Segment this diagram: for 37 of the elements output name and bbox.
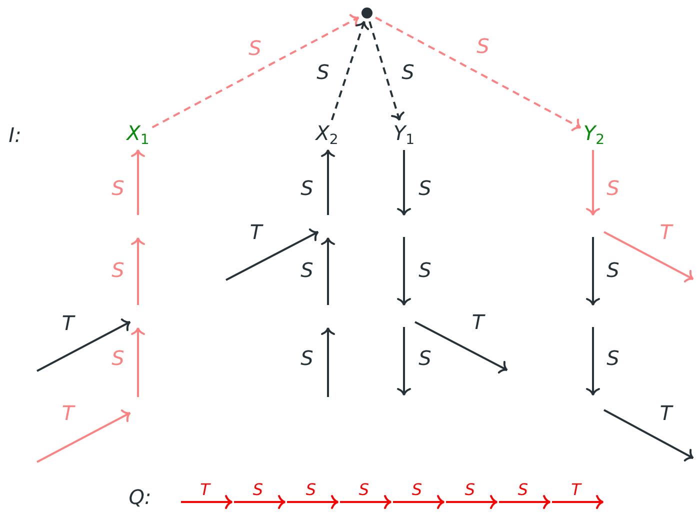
arrow-label: S (518, 482, 528, 498)
arrow-label: T (62, 313, 74, 333)
arrow-label: S (606, 260, 620, 280)
arrow-label: S (112, 348, 124, 368)
edge-label: S (606, 178, 620, 198)
edge-label: S (112, 178, 124, 198)
arrow-label: S (464, 482, 476, 498)
arrow-label: S (412, 482, 422, 498)
arrow-label: T (62, 403, 74, 423)
arrow-label: S (300, 348, 314, 368)
edge-label: S (248, 38, 262, 58)
vertex-label: Y$_{1}$ (393, 123, 415, 147)
arrow-label: T (250, 222, 262, 242)
vertex-label: Y$_{2}$ (583, 123, 605, 147)
row-label: I: (8, 125, 22, 145)
arrow-label: T (472, 312, 484, 332)
edge-label: S (402, 62, 414, 82)
edge-label: S (476, 36, 490, 56)
arrow-label: S (252, 482, 264, 498)
arrow-label: T (660, 403, 672, 423)
arrow-label: T (571, 482, 581, 498)
arrow-label: S (112, 260, 124, 280)
arrow-label: S (300, 260, 314, 280)
edge-label: S (418, 178, 432, 198)
arrow-label: S (306, 482, 316, 498)
arrow-label: S (418, 260, 432, 280)
row-label: Q: (128, 487, 152, 507)
arrow-label: S (418, 348, 432, 368)
vertex-label: X$_{1}$ (126, 123, 150, 147)
edge-label: S (316, 62, 330, 82)
edge-label: S (300, 178, 314, 198)
vertex-label: X$_{2}$ (316, 123, 338, 147)
arrow-label: S (606, 348, 620, 368)
arrow-label: S (358, 482, 370, 498)
arrow-label: T (660, 222, 672, 242)
arrow-label: T (200, 482, 210, 498)
point-marker (362, 8, 372, 18)
